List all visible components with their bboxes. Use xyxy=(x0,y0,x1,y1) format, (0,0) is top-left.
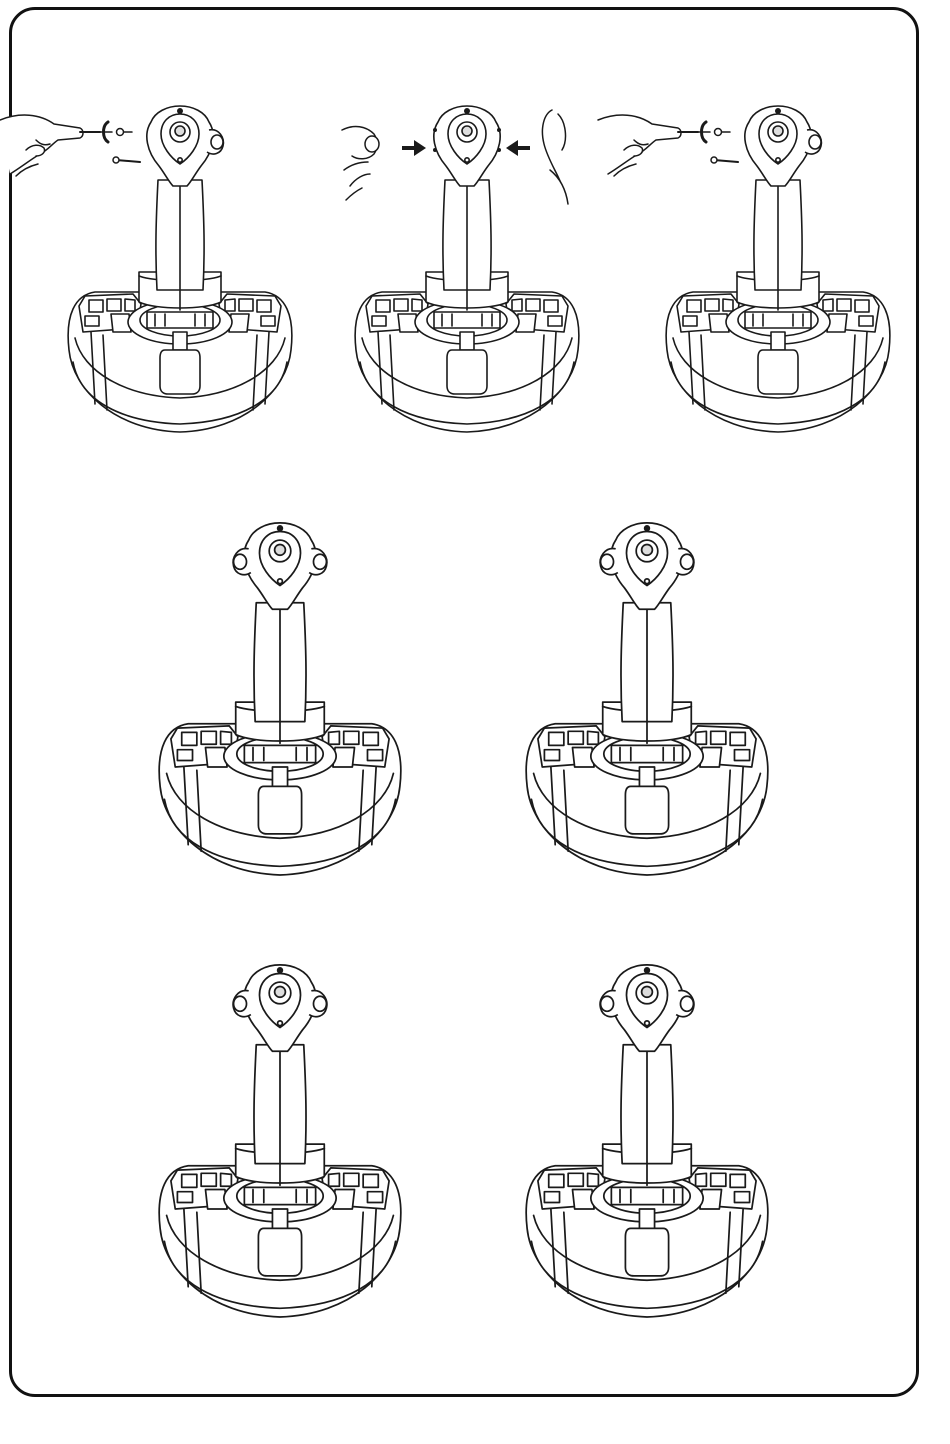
left-arrow-icon xyxy=(506,140,530,156)
config-b-illustration xyxy=(512,510,782,890)
right-side-button-icon xyxy=(676,549,694,575)
joystick-illustration xyxy=(159,965,401,1317)
step-reinstall-screw-illustration xyxy=(598,100,858,440)
right-hand-icon xyxy=(542,110,568,204)
right-arrow-icon xyxy=(402,140,426,156)
left-side-button-icon xyxy=(233,549,251,575)
step-remove-screw-illustration xyxy=(25,100,265,440)
config-a-illustration xyxy=(145,510,415,890)
config-d-illustration xyxy=(512,952,782,1332)
joystick-illustration xyxy=(526,965,768,1317)
hand-screwdriver-icon xyxy=(0,115,140,176)
joystick-illustration xyxy=(355,106,579,432)
joystick-illustration xyxy=(526,523,768,875)
joystick-illustration xyxy=(159,523,401,875)
left-side-button-icon xyxy=(600,549,618,575)
right-side-button-icon xyxy=(309,991,327,1017)
step-swap-plates-illustration xyxy=(322,100,602,440)
hand-screwdriver-icon xyxy=(598,115,738,176)
joystick-illustration xyxy=(666,106,890,432)
side-button-icon xyxy=(805,130,821,154)
left-side-button-icon xyxy=(233,991,251,1017)
config-c-illustration xyxy=(145,952,415,1332)
left-side-button-icon xyxy=(600,991,618,1017)
side-button-icon xyxy=(207,130,223,154)
right-side-button-icon xyxy=(309,549,327,575)
joystick-illustration xyxy=(68,106,292,432)
right-side-button-icon xyxy=(676,991,694,1017)
left-hand-icon xyxy=(342,127,379,200)
